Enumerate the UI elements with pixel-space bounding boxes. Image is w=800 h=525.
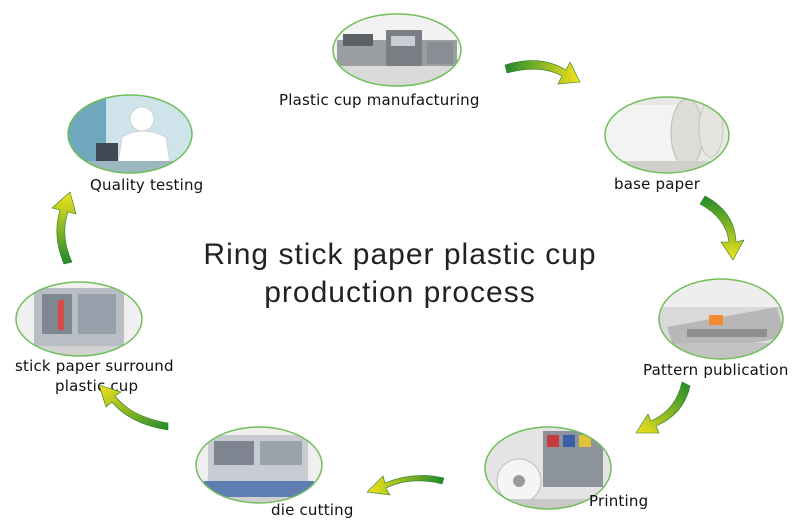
step-label-quality-testing: Quality testing: [90, 176, 204, 194]
arrow-surround-to-quality: [51, 191, 77, 265]
arrow-pattern-to-printing: [635, 381, 691, 434]
arrow-manufacturing-to-base-paper: [504, 60, 581, 85]
step-label-plastic-cup-manufacturing: Plastic cup manufacturing: [279, 91, 480, 109]
diagram-title-line1: Ring stick paper plastic cup: [203, 238, 597, 271]
printing-press-photo: [484, 426, 612, 510]
extrusion-machine-photo: [332, 13, 462, 87]
step-label-base-paper: base paper: [614, 175, 701, 193]
printing-workshop-photo: [658, 278, 784, 360]
die-cutting-machine-photo: [195, 426, 323, 504]
paper-roll-photo: [604, 96, 730, 174]
arrow-printing-to-die-cutting: [366, 475, 445, 496]
step-label-printing: Printing: [589, 492, 649, 510]
step-label-plastic-cup: plastic cup: [55, 377, 139, 395]
step-label-die-cutting: die cutting: [271, 501, 354, 519]
lab-technician-photo: [67, 94, 193, 174]
step-label-pattern-publication: Pattern publication: [643, 361, 789, 379]
arrow-base-paper-to-pattern: [699, 195, 745, 261]
diagram-title-line2: production process: [264, 276, 536, 309]
arrow-die-cutting-to-surround: [98, 384, 169, 431]
step-label-stick-paper-surround: stick paper surround: [15, 357, 174, 375]
cup-forming-machine-photo: [15, 281, 143, 357]
